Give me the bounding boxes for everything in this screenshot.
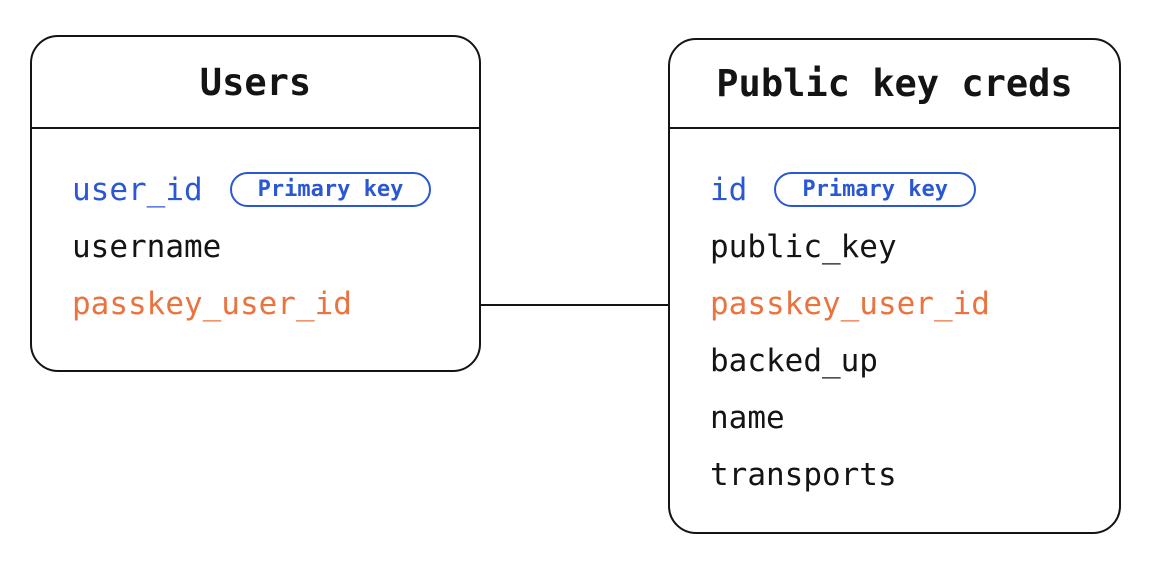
field-row: user_id Primary key [72,161,479,218]
table-users-header: Users [32,37,479,129]
field-row: backed_up [710,332,1119,389]
field-name: name [710,399,785,436]
table-public-key-creds-title: Public key creds [716,62,1073,105]
field-name: public_key [710,228,897,265]
field-row: transports [710,446,1119,503]
primary-key-badge: Primary key [229,172,432,207]
table-public-key-creds-header: Public key creds [670,40,1119,129]
field-name: passkey_user_id [72,285,352,322]
table-public-key-creds: Public key creds id Primary key public_key… [668,38,1121,534]
field-row: id Primary key [710,161,1119,218]
field-name: backed_up [710,342,878,379]
field-name: passkey_user_id [710,285,990,322]
field-row: public_key [710,218,1119,275]
field-name: user_id [72,171,203,208]
relationship-line-passkey-user-id [481,304,668,306]
field-row: name [710,389,1119,446]
field-row: passkey_user_id [710,275,1119,332]
field-name: username [72,228,222,265]
field-name: id [710,171,748,208]
table-users-title: Users [199,60,312,104]
field-row: username [72,218,479,275]
field-name: transports [710,456,897,493]
field-row: passkey_user_id [72,275,479,332]
primary-key-badge: Primary key [774,172,977,207]
